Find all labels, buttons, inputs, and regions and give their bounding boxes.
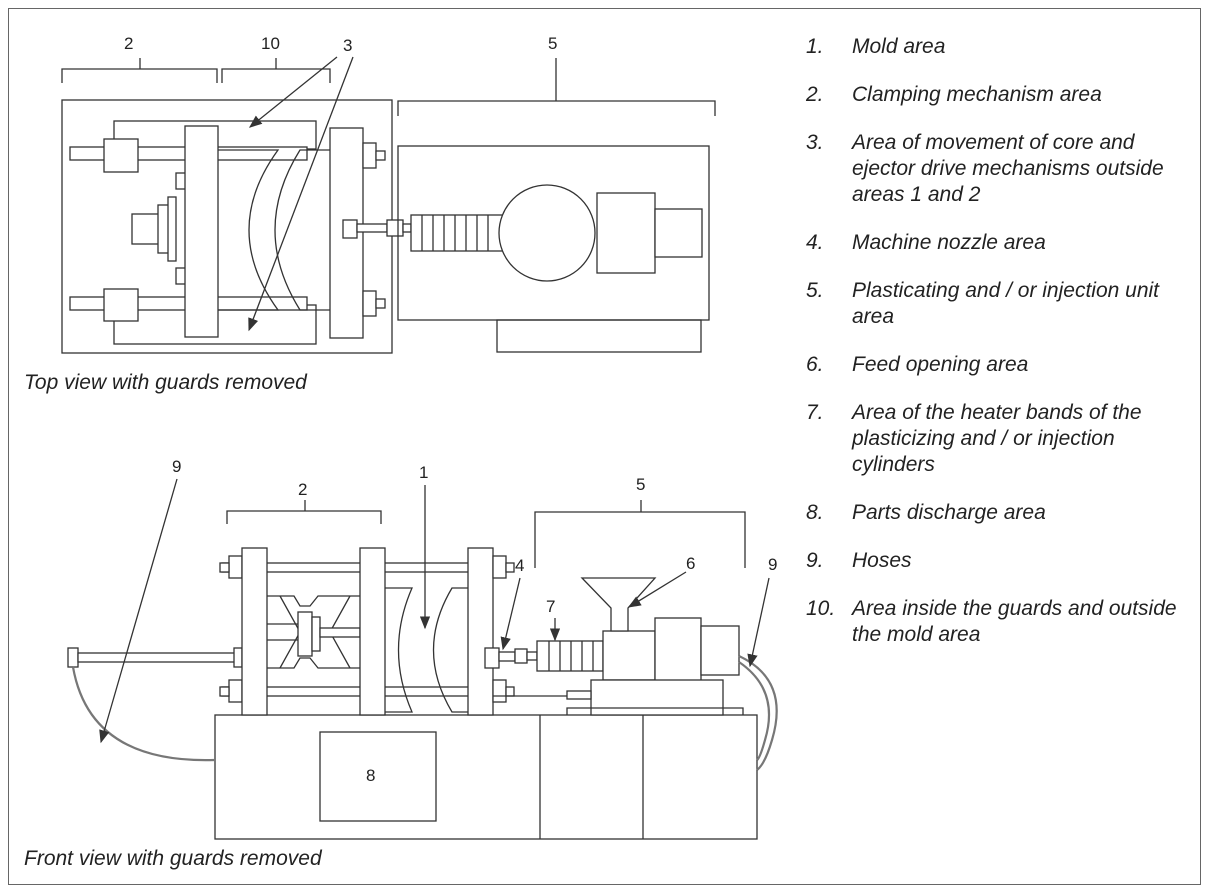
callout-top-5: 5 (548, 34, 557, 53)
feed-hopper (580, 577, 657, 632)
hose-right-a (738, 655, 778, 771)
legend-text: Plasticating and / or injection unit are… (852, 279, 1160, 328)
bracket-injection (397, 58, 716, 116)
heater-bands-top (410, 214, 506, 252)
arrow-4 (500, 577, 521, 651)
machine-base (214, 714, 758, 840)
callout-front-5: 5 (636, 475, 645, 494)
callout-front-1: 1 (419, 463, 428, 482)
callout-front-9-left: 9 (172, 457, 181, 476)
legend-item-7: 7. Area of the heater bands of the plasti… (806, 400, 1198, 478)
arrow-3b (248, 56, 354, 332)
callout-front-4: 4 (515, 556, 524, 575)
hopper-top (498, 184, 596, 282)
legend-number: 5. (806, 279, 824, 302)
legend-item-2: 2. Clamping mechanism area (806, 82, 1198, 108)
legend-text: Machine nozzle area (852, 231, 1046, 254)
injection-carriage (590, 679, 724, 716)
legend-item-1: 1. Mold area (806, 34, 1198, 60)
callout-front-7: 7 (546, 597, 555, 616)
legend-item-9: 9. Hoses (806, 548, 1198, 574)
hose-left (71, 666, 216, 762)
legend-text: Clamping mechanism area (852, 83, 1102, 106)
front-view-caption: Front view with guards removed (24, 847, 322, 870)
arrow-9-left (99, 478, 178, 744)
figure-frame (8, 8, 1201, 885)
hose-right-b (738, 661, 771, 761)
rear-platen (241, 547, 268, 716)
top-view-caption: Top view with guards removed (24, 371, 307, 394)
legend-item-4: 4. Machine nozzle area (806, 230, 1198, 256)
legend-text: Hoses (852, 549, 912, 572)
callout-front-6: 6 (686, 554, 695, 573)
legend-number: 2. (806, 83, 824, 106)
bracket-clamping-front (226, 500, 382, 524)
legend-number: 9. (806, 549, 824, 572)
legend-text: Area of the heater bands of the plastici… (852, 401, 1142, 476)
arrow-3a (248, 56, 338, 128)
callout-top-2: 2 (124, 34, 133, 53)
callout-front-2: 2 (298, 480, 307, 499)
legend-number: 1. (806, 35, 824, 58)
callout-front-8: 8 (366, 766, 375, 785)
bracket-clamping (61, 58, 218, 83)
legend-number: 7. (806, 401, 824, 424)
moving-platen-top (184, 125, 219, 338)
legend-item-6: 6. Feed opening area (806, 352, 1198, 378)
legend-number: 3. (806, 131, 824, 154)
callout-front-9-right: 9 (768, 555, 777, 574)
front-view-diagram: 9 2 1 5 4 7 6 9 8 (67, 457, 778, 840)
callout-top-10: 10 (261, 34, 280, 53)
bracket-injection-front (534, 500, 746, 568)
bracket-guards (221, 58, 331, 83)
legend-text: Area of movement of core and ejector dri… (852, 131, 1164, 206)
legend-text: Mold area (852, 35, 946, 58)
legend-number: 8. (806, 501, 824, 524)
fixed-platen-front (467, 547, 494, 716)
barrel (602, 630, 656, 681)
legend-number: 4. (806, 231, 824, 254)
legend-number: 10. (806, 597, 836, 620)
legend-text: Area inside the guards and outside the m… (852, 597, 1177, 646)
legend-text: Feed opening area (852, 353, 1029, 376)
legend-text: Parts discharge area (852, 501, 1046, 524)
parts-discharge-box (319, 731, 437, 822)
legend-item-8: 8. Parts discharge area (806, 500, 1198, 526)
legend-item-5: 5. Plasticating and / or injection unit a… (806, 278, 1198, 330)
legend-number: 6. (806, 353, 824, 376)
callout-top-3: 3 (343, 36, 352, 55)
legend-item-3: 3. Area of movement of core and ejector d… (806, 130, 1198, 208)
arrow-9-right (747, 577, 770, 668)
moving-platen-front (359, 547, 386, 716)
legend-item-10: 10. Area inside the guards and outside th… (806, 596, 1198, 648)
legend-list: 1. Mold area 2. Clamping mechanism area 3.… (806, 34, 1198, 670)
top-view-diagram: 2 10 3 5 (61, 34, 716, 354)
arrow-6 (627, 571, 687, 608)
